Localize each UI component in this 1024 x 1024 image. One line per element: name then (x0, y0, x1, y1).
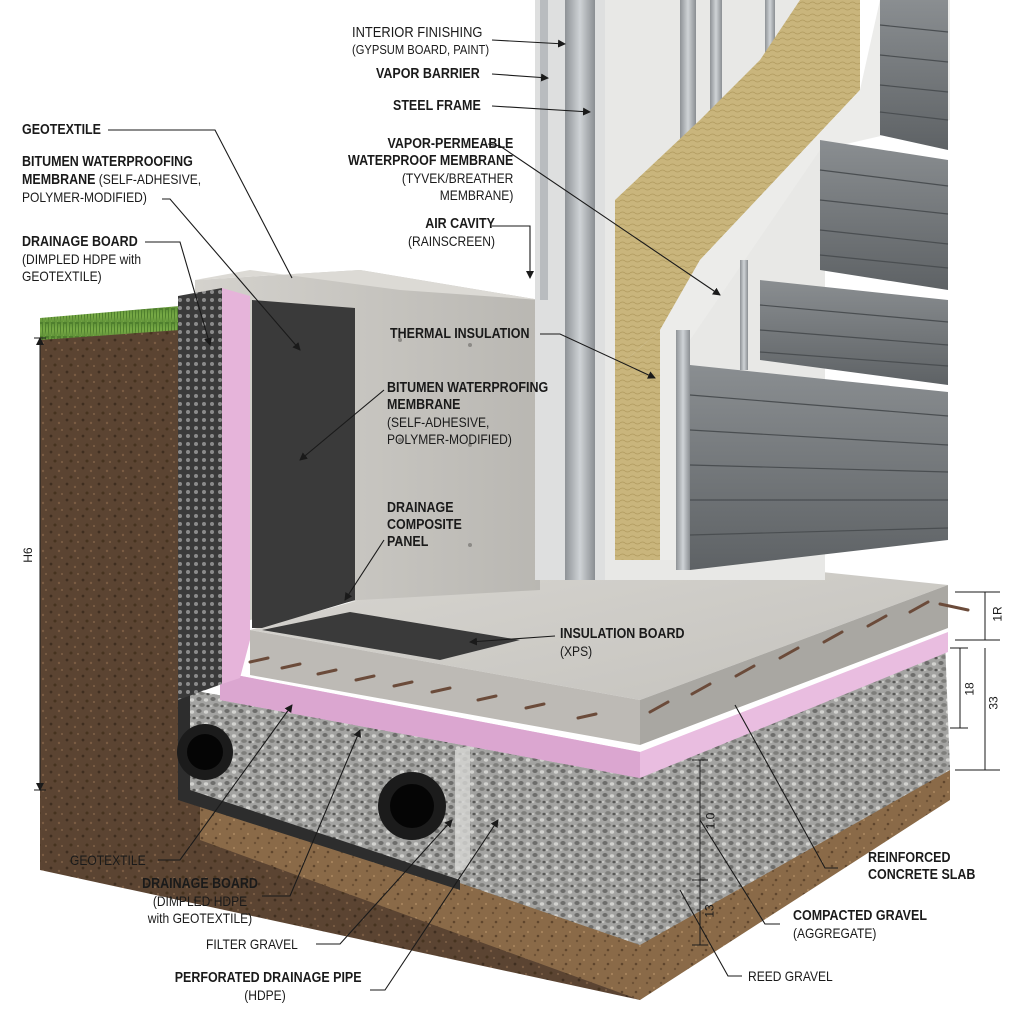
leader-lines (108, 39, 838, 991)
label-insulation-board: INSULATION BOARD (XPS) (560, 626, 685, 659)
label-vapor-barrier: VAPOR BARRIER (376, 66, 480, 82)
label-bitumen-membrane-left: BITUMEN WATERPROOFING MEMBRANE (SELF-ADH… (22, 154, 202, 205)
dim-left-height: 9H (20, 547, 35, 563)
label-vapor-permeable-membrane: VAPOR-PERMEABLE WATERPROOF MEMBRANE (TYV… (348, 136, 514, 203)
label-filter-gravel: FILTER GRAVEL (206, 936, 298, 952)
label-air-cavity: AIR CAVITY (RAINSCREEN) (408, 216, 495, 249)
dimension-lines (34, 337, 1000, 946)
label-reinforced-concrete-slab: REINFORCED CONCRETE SLAB (868, 850, 976, 883)
label-perforated-drainage-pipe: PERFORATED DRAINAGE PIPE (HDPE) (174, 970, 362, 1003)
label-drainage-board-top: DRAINAGE BOARD (DIMPLED HDPE with GEOTEX… (22, 234, 142, 284)
label-geotextile-bottom: GEOTEXTILE (70, 852, 146, 868)
dim-gravel-low: 13 (702, 904, 717, 918)
label-steel-frame: STEEL FRAME (393, 98, 481, 114)
soil-section (40, 306, 640, 1000)
dim-gravel-mid: 1.0 (703, 812, 718, 830)
foundation-wall (178, 270, 540, 700)
siding-panels (689, 0, 949, 570)
dim-right-top: 1R (990, 606, 1005, 622)
dim-right-mid: 18 (962, 682, 977, 696)
label-thermal-insulation: THERMAL INSULATION (390, 326, 530, 342)
label-geotextile-top: GEOTEXTILE (22, 122, 101, 138)
label-bitumen-membrane-center: BITUMEN WATERPROFING MEMBRANE (SELF-ADHE… (387, 380, 549, 447)
label-reed-gravel: REED GRAVEL (748, 968, 833, 984)
label-compacted-gravel: COMPACTED GRAVEL (AGGREGATE) (793, 908, 927, 941)
subgrade-soil (200, 770, 950, 1000)
label-drainage-composite-panel: DRAINAGE COMPOSITE PANEL (387, 500, 462, 550)
drainage-pipes (177, 724, 446, 840)
label-interior-finishing: INTERIOR FINISHING (GYPSUM BOARD, PAINT) (352, 24, 490, 57)
rebar-ends (248, 600, 970, 720)
dim-right-total: 33 (986, 696, 1001, 710)
label-drainage-board-bottom: DRAINAGE BOARD (DIMPLED HDPE with GEOTEX… (142, 876, 258, 926)
